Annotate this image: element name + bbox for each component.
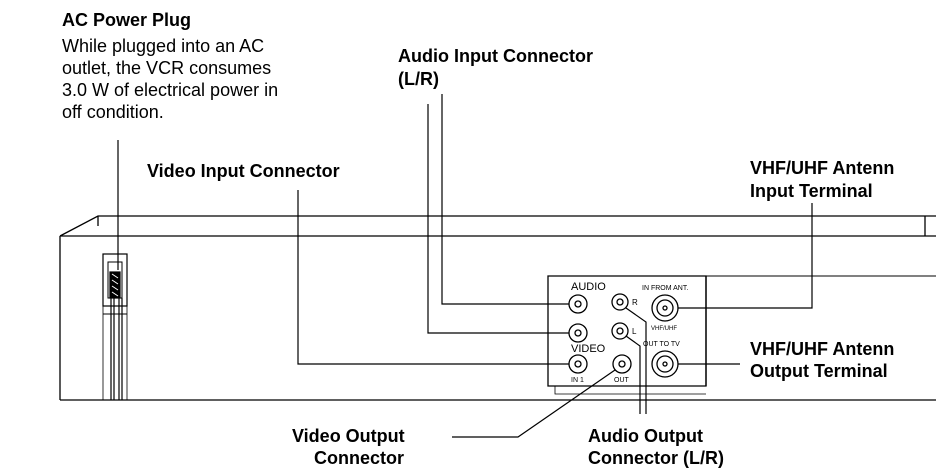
- panel-label-in-from-ant: IN FROM ANT.: [642, 285, 688, 292]
- audio-output-label-2: Connector (L/R): [588, 448, 724, 468]
- antenna-output-label-1: VHF/UHF Antenn: [750, 339, 895, 359]
- ac-cord: [102, 253, 128, 400]
- audio-output-label-1: Audio Output: [588, 426, 703, 446]
- ac-power-plug-title: AC Power Plug: [62, 10, 192, 30]
- leader-audio-in-r: [441, 94, 569, 305]
- video-output-label-2: Connector: [314, 448, 404, 468]
- jack-audio-in-l: [568, 323, 588, 343]
- audio-input-label-2: (L/R): [398, 69, 439, 89]
- leader-antenna-in: [678, 203, 813, 309]
- panel-label-video: VIDEO: [571, 343, 606, 355]
- audio-input-label-1: Audio Input Connector: [398, 46, 593, 66]
- jack-video-out: [612, 354, 632, 374]
- antenna-output-label-2: Output Terminal: [750, 361, 888, 381]
- leader-audio-in-l: [427, 104, 569, 334]
- leader-video-out: [452, 369, 616, 438]
- jack-audio-out-r: [611, 293, 629, 311]
- vcr-body: [59, 215, 936, 401]
- panel-label-audio: AUDIO: [571, 281, 606, 293]
- jack-audio-in-r: [568, 294, 588, 314]
- video-output-label-1: Video Output: [292, 426, 405, 446]
- panel-label-r: R: [632, 298, 638, 307]
- leader-video-in: [297, 190, 569, 365]
- panel-label-out-to-tv: OUT TO TV: [643, 341, 680, 348]
- jack-video-in: [568, 354, 588, 374]
- leader-audio-out-l: [625, 335, 641, 414]
- ac-power-plug-desc-2: outlet, the VCR consumes: [62, 58, 272, 78]
- connector-panel: [547, 275, 936, 395]
- antenna-in-terminal: [651, 294, 679, 322]
- antenna-out-terminal: [651, 350, 679, 378]
- leader-lines: [117, 94, 813, 438]
- antenna-input-label-2: Input Terminal: [750, 181, 873, 201]
- ac-power-plug-desc-1: While plugged into an AC: [62, 36, 265, 56]
- panel-label-vhf-uhf: VHF/UHF: [651, 326, 677, 332]
- ac-power-plug-desc-4: off condition.: [62, 102, 164, 122]
- video-input-label: Video Input Connector: [147, 161, 340, 181]
- jack-audio-out-l: [611, 322, 629, 340]
- panel-label-in1: IN 1: [571, 377, 584, 384]
- leader-audio-out-r: [625, 307, 647, 414]
- antenna-input-label-1: VHF/UHF Antenn: [750, 158, 895, 178]
- ac-power-plug-desc-3: 3.0 W of electrical power in: [62, 80, 279, 100]
- panel-label-l: L: [632, 327, 637, 336]
- panel-label-out: OUT: [614, 377, 630, 384]
